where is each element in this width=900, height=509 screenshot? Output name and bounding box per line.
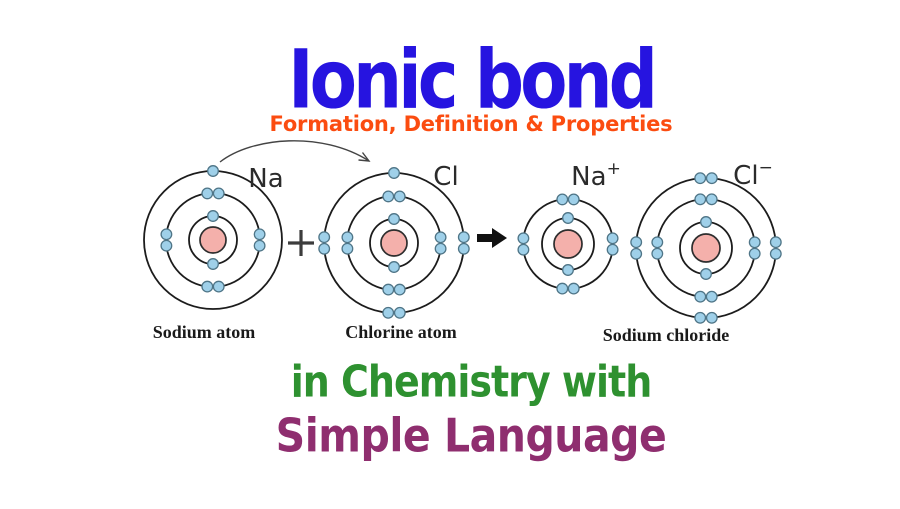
electron [769, 247, 782, 260]
electron [517, 243, 530, 256]
electron [318, 231, 331, 244]
atom-caption: Sodium atom [153, 322, 256, 342]
electron [562, 264, 574, 276]
electron [388, 261, 400, 273]
electron [434, 242, 447, 255]
electron [201, 187, 214, 200]
electron [700, 216, 712, 228]
tagline-line1: in Chemistry with [290, 356, 653, 407]
electron [393, 306, 406, 319]
nucleus [380, 229, 408, 257]
electron [212, 187, 225, 200]
electron [705, 193, 718, 206]
electron [651, 247, 664, 260]
electron [705, 290, 718, 303]
electron [382, 306, 395, 319]
electron [630, 236, 643, 249]
tagline-line2: Simple Language [275, 409, 667, 463]
atom-caption: Chlorine atom [345, 322, 457, 342]
atom-symbol-label: Na+ [571, 159, 621, 192]
electron [556, 282, 569, 295]
electron [341, 231, 354, 244]
electron [748, 247, 761, 260]
atom-Cl: Cl [318, 162, 470, 319]
electron [160, 228, 173, 241]
electron-transfer-arrowhead [358, 152, 371, 162]
electron [694, 290, 707, 303]
atom-caption: Sodium chloride [603, 325, 730, 345]
atom-Na-ion: Na+ [517, 159, 621, 295]
electron [341, 242, 354, 255]
page-title: Ionic bond [287, 33, 658, 128]
electron [517, 232, 530, 245]
electron [207, 210, 219, 222]
electron [562, 212, 574, 224]
electron [318, 242, 331, 255]
electron [207, 258, 219, 270]
electron [253, 239, 266, 252]
electron [382, 283, 395, 296]
electron [457, 231, 470, 244]
electron [651, 236, 664, 249]
atom-symbol-label: Na [248, 164, 283, 194]
reaction-arrow-icon [477, 228, 507, 248]
electron [388, 213, 400, 225]
electron [382, 190, 395, 203]
electron [606, 232, 619, 245]
electron [201, 280, 214, 293]
electron [556, 193, 569, 206]
electron [606, 243, 619, 256]
electron [388, 167, 400, 179]
page-subtitle: Formation, Definition & Properties [269, 112, 673, 136]
electron [393, 283, 406, 296]
electron [207, 165, 219, 177]
electron [694, 193, 707, 206]
nucleus [691, 233, 721, 263]
electron [212, 280, 225, 293]
electron [393, 190, 406, 203]
electron-transfer-arrow-icon [219, 140, 370, 163]
electron [694, 311, 707, 324]
electron [769, 236, 782, 249]
electron [748, 236, 761, 249]
electron [253, 228, 266, 241]
electron [567, 193, 580, 206]
electron [700, 268, 712, 280]
atom-symbol-label: Cl− [733, 158, 773, 191]
electron [705, 311, 718, 324]
nucleus [199, 226, 227, 254]
plus-sign-icon [288, 230, 314, 256]
nucleus [553, 229, 583, 259]
electron [705, 172, 718, 185]
atom-Cl-ion: Cl− [630, 158, 782, 324]
electron [567, 282, 580, 295]
electron [694, 172, 707, 185]
electron [630, 247, 643, 260]
atom-Na: Na [143, 164, 284, 310]
atom-symbol-label: Cl [433, 162, 458, 192]
electron [160, 239, 173, 252]
electron [434, 231, 447, 244]
electron [457, 242, 470, 255]
